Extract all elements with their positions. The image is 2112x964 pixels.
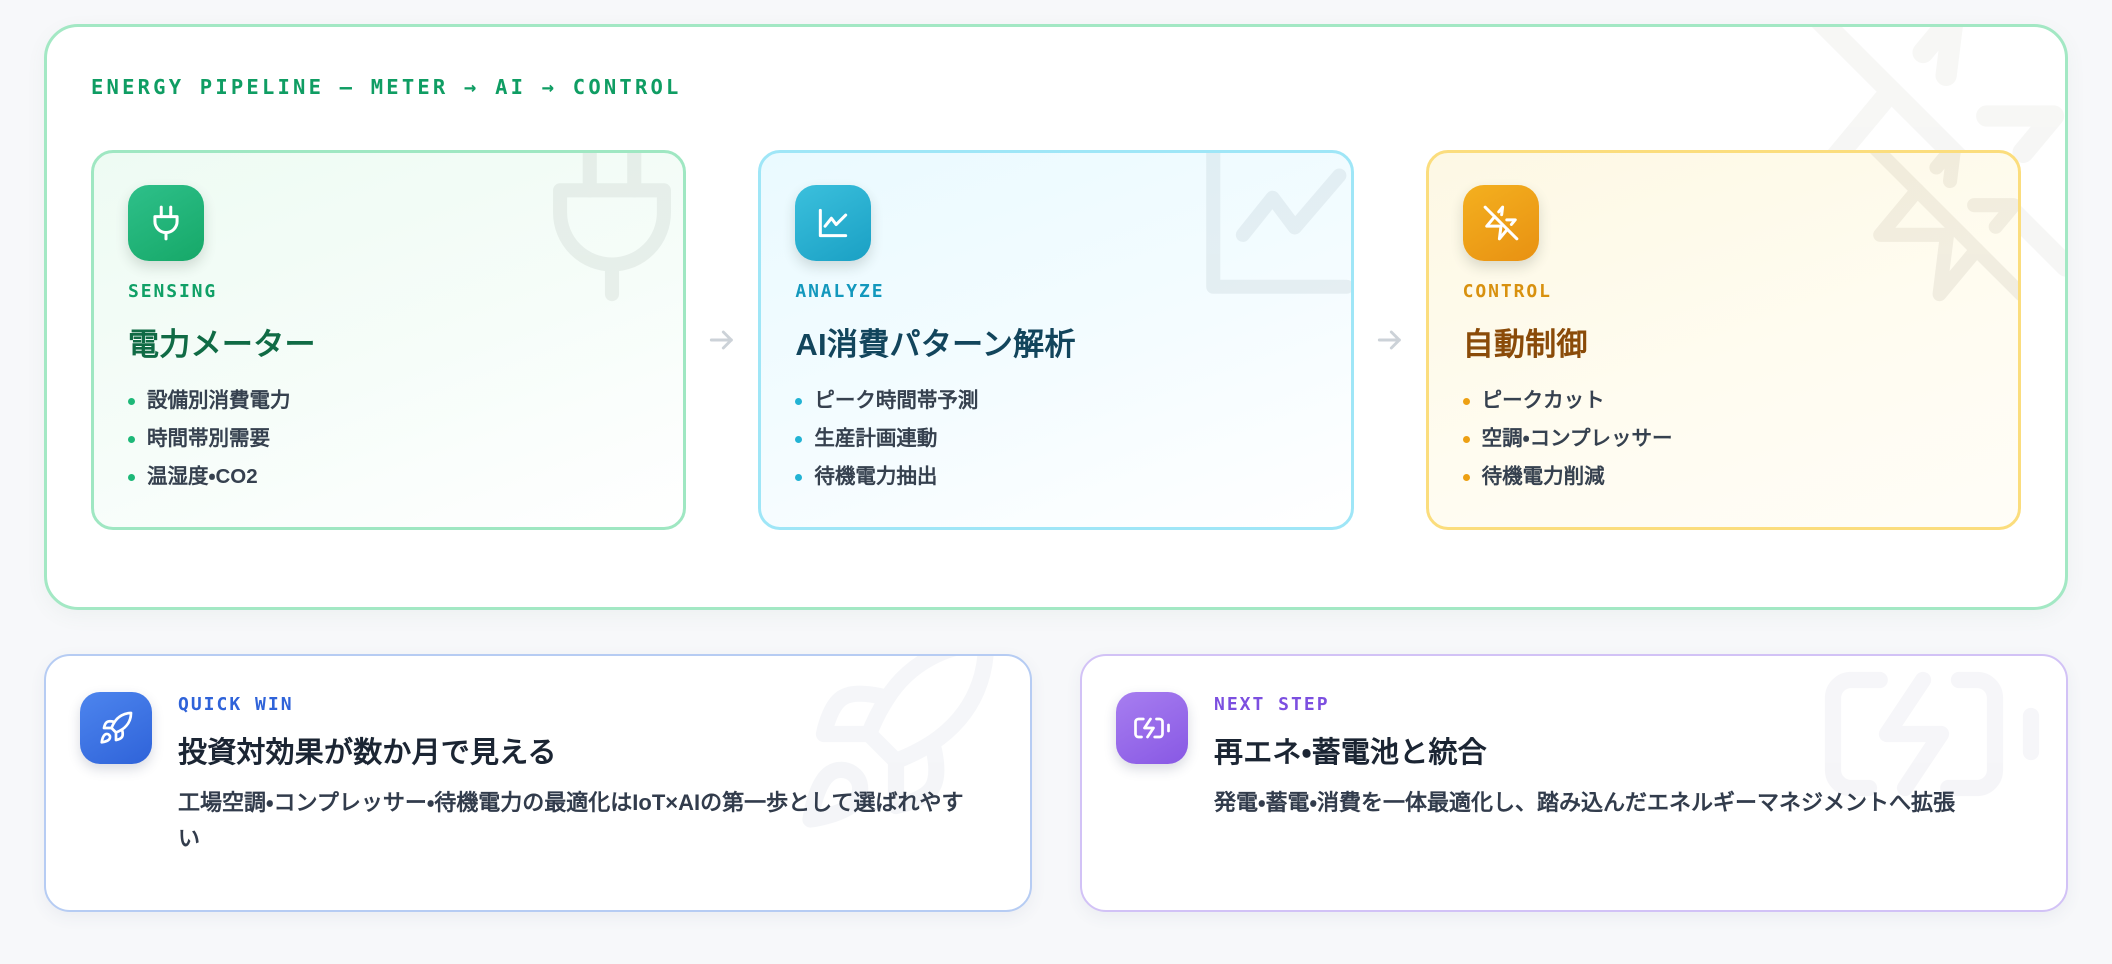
arrow-right-icon	[686, 324, 758, 356]
stage-title: AI消費パターン解析	[795, 327, 1076, 362]
arrow-right-icon	[1354, 324, 1426, 356]
stage-title: 電力メーター	[128, 327, 316, 362]
list-item: 生産計画連動	[795, 424, 1316, 454]
list-item: 待機電力削減	[1462, 462, 1984, 492]
stage-card-sensing[interactable]: SENSING 電力メーター 設備別消費電力 時間帯別需要 温湿度・CO2	[91, 150, 687, 530]
energy-pipeline-panel: ENERGY PIPELINE — METER → AI → CONTROL	[44, 24, 2068, 610]
plug-icon	[128, 185, 204, 261]
callout-title: 投資対効果が数か月で見える	[178, 737, 557, 769]
stage-card-analyze[interactable]: ANALYZE AI消費パターン解析 ピーク時間帯予測 生産計画連動 待機電力抽…	[758, 150, 1354, 530]
list-item: 時間帯別需要	[128, 424, 649, 454]
stage-title: 自動制御	[1462, 327, 1588, 362]
zap-off-icon	[1462, 185, 1539, 261]
callout-body: NEXT STEP 再エネ・蓄電池と統合 発電・蓄電・消費を一体最適化し、踏み込…	[1214, 692, 2028, 910]
callout-quick-win[interactable]: QUICK WIN 投資対効果が数か月で見える 工場空調・コンプレッサー・待機電…	[44, 654, 1032, 912]
stage-eyebrow: SENSING	[128, 281, 218, 302]
list-item: ピーク時間帯予測	[795, 386, 1316, 416]
callout-eyebrow: QUICK WIN	[178, 694, 294, 715]
line-chart-icon	[795, 185, 872, 261]
callout-row: QUICK WIN 投資対効果が数か月で見える 工場空調・コンプレッサー・待機電…	[44, 654, 2068, 912]
stage-bullet-list: 設備別消費電力 時間帯別需要 温湿度・CO2	[128, 386, 649, 492]
pipeline-stage-row: SENSING 電力メーター 設備別消費電力 時間帯別需要 温湿度・CO2	[91, 150, 2021, 530]
callout-text: 発電・蓄電・消費を一体最適化し、踏み込んだエネルギーマネジメントへ拡張	[1214, 790, 1955, 815]
list-item: 温湿度・CO2	[128, 462, 649, 492]
callout-body: QUICK WIN 投資対効果が数か月で見える 工場空調・コンプレッサー・待機電…	[178, 692, 992, 910]
pipeline-eyebrow: ENERGY PIPELINE — METER → AI → CONTROL	[91, 75, 682, 99]
callout-next-step[interactable]: NEXT STEP 再エネ・蓄電池と統合 発電・蓄電・消費を一体最適化し、踏み込…	[1080, 654, 2068, 912]
stage-bullet-list: ピーク時間帯予測 生産計画連動 待機電力抽出	[795, 386, 1316, 492]
callout-title: 再エネ・蓄電池と統合	[1214, 737, 1487, 769]
callout-text: 工場空調・コンプレッサー・待機電力の最適化はIoT×AIの第一歩として選ばれやす…	[178, 790, 964, 851]
list-item: 空調・コンプレッサー	[1462, 424, 1984, 454]
stage-card-control[interactable]: CONTROL 自動制御 ピークカット 空調・コンプレッサー 待機電力削減	[1425, 150, 2021, 530]
list-item: 待機電力抽出	[795, 462, 1316, 492]
stage-eyebrow: ANALYZE	[795, 281, 885, 302]
stage-bullet-list: ピークカット 空調・コンプレッサー 待機電力削減	[1462, 386, 1984, 492]
callout-eyebrow: NEXT STEP	[1214, 694, 1330, 715]
battery-charging-icon	[1116, 692, 1188, 764]
stage-eyebrow: CONTROL	[1462, 281, 1552, 302]
list-item: ピークカット	[1462, 386, 1984, 416]
list-item: 設備別消費電力	[128, 386, 649, 416]
rocket-icon	[80, 692, 152, 764]
